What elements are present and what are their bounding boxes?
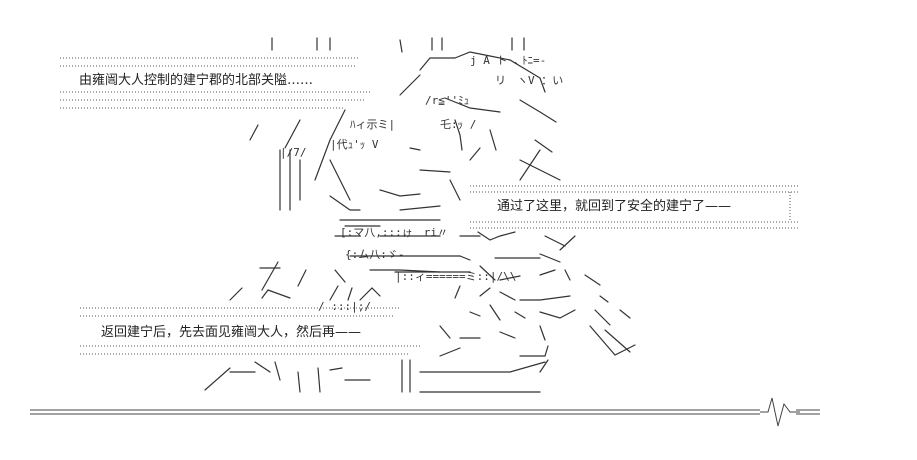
svg-text:[:マ八,:::ゖ ri〃: [:マ八,:::ゖ ri〃 [340, 226, 448, 239]
caption-text-second: 通过了这里，就回到了安全的建宁了—— [494, 199, 735, 215]
svg-text:/r≦''ﾐｭ: /r≦''ﾐｭ [425, 94, 469, 107]
rider-figure [204, 51, 636, 393]
svg-text:{:ム八:ゞ-: {:ム八:ゞ- [345, 248, 405, 261]
svg-text:乇:ｯ /: 乇:ｯ / [440, 118, 476, 131]
svg-text:ﾊィ示ミ|: ﾊィ示ミ| [350, 118, 395, 131]
svg-text:/ :::|;/: / :::|;/ [318, 300, 371, 313]
svg-text:|代ｭ'ｯ V: |代ｭ'ｯ V [330, 138, 379, 151]
svg-text:リ ヽV ：い: リ ヽV ：い [495, 74, 563, 87]
caption-text-third: 返回建宁后，先去面见雍闿大人，然后再—— [98, 325, 365, 341]
svg-text:|/7/: |/7/ [280, 146, 307, 159]
svg-text:|::ィ======ミ::|/\\: |::ィ======ミ::|/\\ [395, 270, 516, 283]
caption-text-first: 由雍闿大人控制的建宁郡的北部关隘…… [76, 73, 317, 89]
svg-text:j A ト 、: j A ト 、 [470, 54, 525, 67]
caption-frame-middle [470, 185, 800, 229]
gate-posts [271, 37, 525, 53]
caption-frame-top [60, 57, 372, 109]
svg-text:ﾄﾆ=-: ﾄﾆ=- [522, 54, 546, 67]
caption-frame-bottom [80, 307, 420, 355]
ascii-glyph-texture: j A ト 、 ﾄﾆ=- リ ヽV ：い /r≦''ﾐｭ ﾊィ示ミ| 乇:ｯ /… [280, 54, 563, 313]
divider-rule [30, 397, 820, 427]
